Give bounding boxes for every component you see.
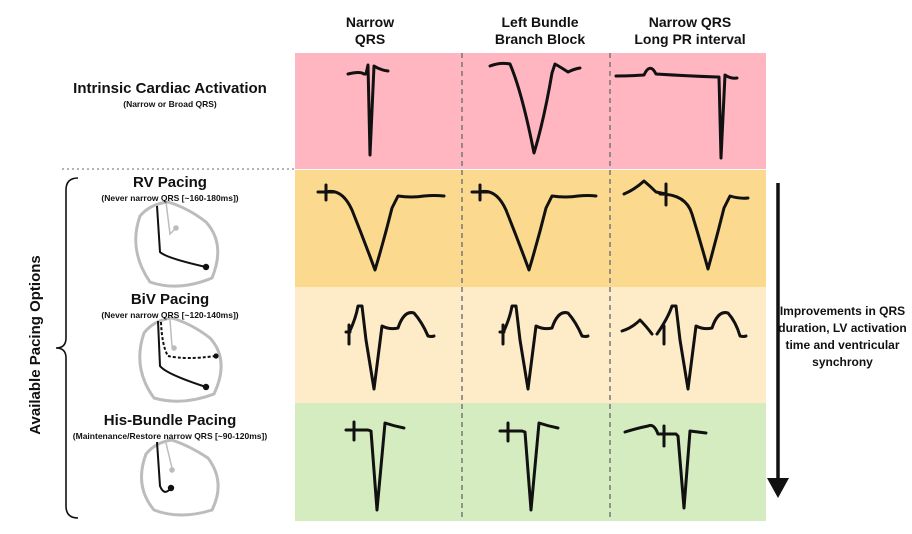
column-header-long-pr: Narrow QRS Long PR interval: [634, 14, 746, 47]
heart-biv-lead-icon: [138, 316, 223, 403]
ecg-biv-longpr: [620, 304, 748, 391]
ecg-biv-narrow: [344, 304, 436, 391]
row-subtitle-his-bundle: (Maintenance/Restore narrow QRS [~90-120…: [72, 431, 268, 441]
row-subtitle-intrinsic: (Narrow or Broad QRS): [123, 99, 217, 109]
row-subtitle-biv-pacing: (Never narrow QRS [~120-140ms]): [101, 310, 239, 320]
row-subtitle-rv-pacing: (Never narrow QRS [~160-180ms]): [101, 193, 239, 203]
row-title-his-bundle: His-Bundle Pacing: [103, 412, 237, 429]
heart-rv-lead-icon: [134, 200, 220, 288]
ecg-rv-longpr: [622, 179, 750, 271]
ecg-intrinsic-narrow: [346, 63, 390, 157]
ecg-his-narrow: [344, 420, 406, 512]
ecg-intrinsic-lbbb: [488, 61, 582, 155]
improvement-arrow-head: [767, 478, 789, 498]
ecg-rv-lbbb: [470, 183, 598, 272]
group-brace: [55, 177, 79, 519]
heart-his-lead-icon: [140, 438, 220, 517]
group-label-pacing-options: Available Pacing Options: [27, 255, 44, 435]
ecg-biv-lbbb: [498, 304, 590, 391]
ecg-his-longpr: [623, 423, 708, 510]
ecg-rv-narrow: [316, 183, 446, 272]
column-header-narrow-qrs: Narrow QRS: [345, 14, 395, 47]
ecg-intrinsic-longpr: [614, 66, 739, 160]
improvement-arrow-label: Improvements in QRS duration, LV activat…: [778, 304, 907, 369]
row-title-intrinsic: Intrinsic Cardiac Activation: [73, 80, 267, 97]
row-title-biv-pacing: BiV Pacing: [130, 291, 210, 308]
column-header-lbbb: Left Bundle Branch Block: [494, 14, 586, 47]
ecg-his-lbbb: [498, 421, 560, 512]
row-title-rv-pacing: RV Pacing: [133, 174, 207, 191]
